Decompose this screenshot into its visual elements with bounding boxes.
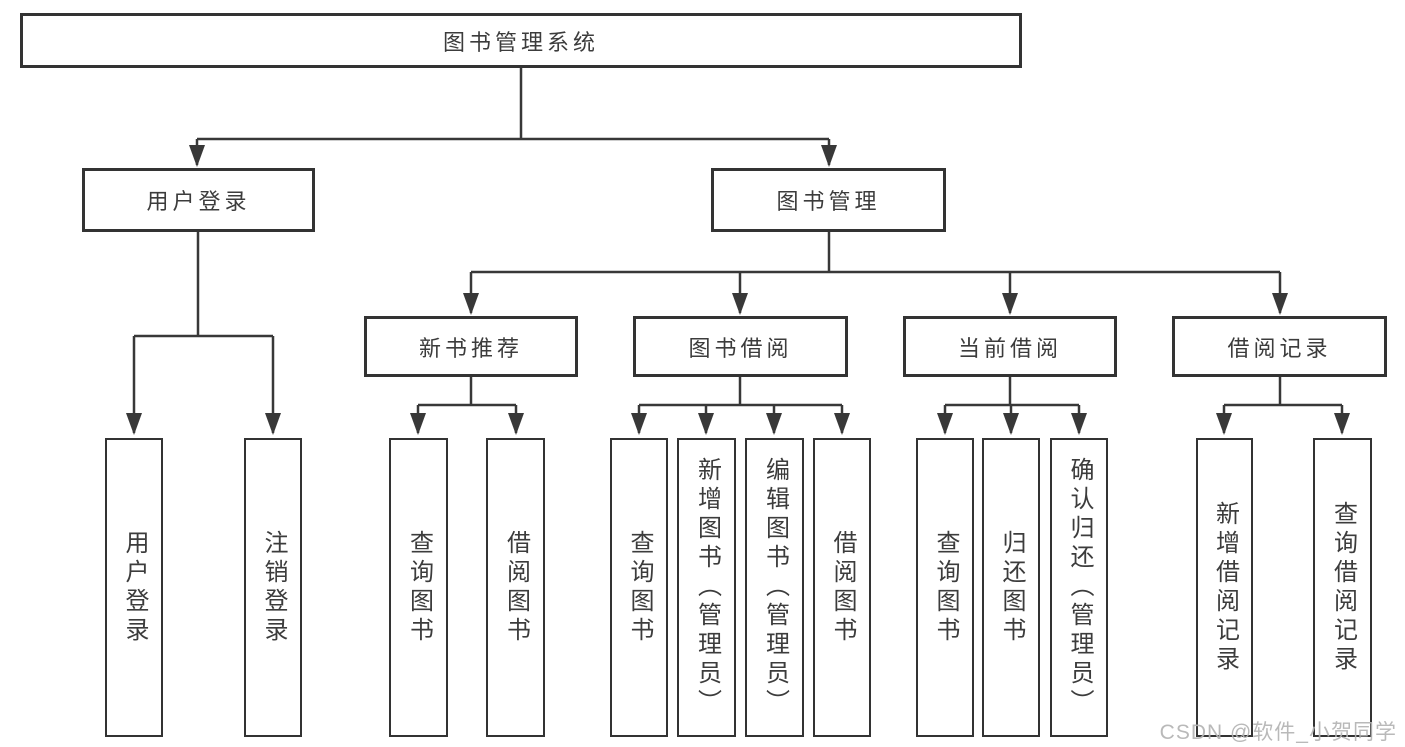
node-label: 借阅记录 bbox=[1227, 335, 1332, 361]
node-label: 归还图书 bbox=[998, 529, 1025, 646]
node-book-borrow: 图书借阅 bbox=[633, 316, 848, 377]
node-label: 新增图书（管理员） bbox=[693, 457, 721, 718]
leaf-add-book-admin: 新增图书（管理员） bbox=[677, 438, 736, 737]
leaf-user-login: 用户登录 bbox=[105, 438, 163, 737]
node-label: 注销登录 bbox=[260, 529, 287, 646]
leaf-add-borrow-record: 新增借阅记录 bbox=[1196, 438, 1253, 737]
node-label: 用户登录 bbox=[121, 529, 148, 646]
node-label: 图书管理 bbox=[776, 189, 881, 214]
leaf-borrow-books-1: 借阅图书 bbox=[486, 438, 545, 737]
node-label: 确认归还（管理员） bbox=[1066, 457, 1093, 718]
leaf-query-books-3: 查询图书 bbox=[916, 438, 974, 737]
node-library-management-system: 图书管理系统 bbox=[20, 13, 1022, 68]
node-label: 新增借阅记录 bbox=[1211, 500, 1239, 675]
leaf-logout: 注销登录 bbox=[244, 438, 302, 737]
node-label: 查询图书 bbox=[932, 529, 959, 646]
leaf-return-book: 归还图书 bbox=[982, 438, 1040, 737]
node-label: 编辑图书（管理员） bbox=[761, 457, 789, 718]
leaf-borrow-books-2: 借阅图书 bbox=[813, 438, 871, 737]
leaf-confirm-return-admin: 确认归还（管理员） bbox=[1050, 438, 1108, 737]
node-label: 新书推荐 bbox=[418, 335, 523, 361]
node-user-login: 用户登录 bbox=[82, 168, 315, 232]
node-label: 查询借阅记录 bbox=[1329, 500, 1357, 675]
node-label: 图书管理系统 bbox=[442, 29, 599, 55]
node-label: 查询图书 bbox=[626, 529, 653, 646]
node-label: 图书借阅 bbox=[688, 335, 793, 361]
leaf-query-books-1: 查询图书 bbox=[389, 438, 448, 737]
node-label: 查询图书 bbox=[405, 529, 433, 646]
node-label: 用户登录 bbox=[146, 189, 251, 214]
leaf-edit-book-admin: 编辑图书（管理员） bbox=[745, 438, 804, 737]
node-label: 借阅图书 bbox=[829, 529, 856, 646]
node-borrow-records: 借阅记录 bbox=[1172, 316, 1387, 377]
node-current-borrow: 当前借阅 bbox=[903, 316, 1117, 377]
node-label: 借阅图书 bbox=[502, 529, 530, 646]
csdn-watermark: CSDN @软件_小贺同学 bbox=[1159, 721, 1397, 744]
leaf-query-borrow-record: 查询借阅记录 bbox=[1313, 438, 1372, 737]
node-book-management: 图书管理 bbox=[711, 168, 946, 232]
leaf-query-books-2: 查询图书 bbox=[610, 438, 668, 737]
node-new-book-recommend: 新书推荐 bbox=[364, 316, 578, 377]
node-label: 当前借阅 bbox=[957, 335, 1062, 361]
